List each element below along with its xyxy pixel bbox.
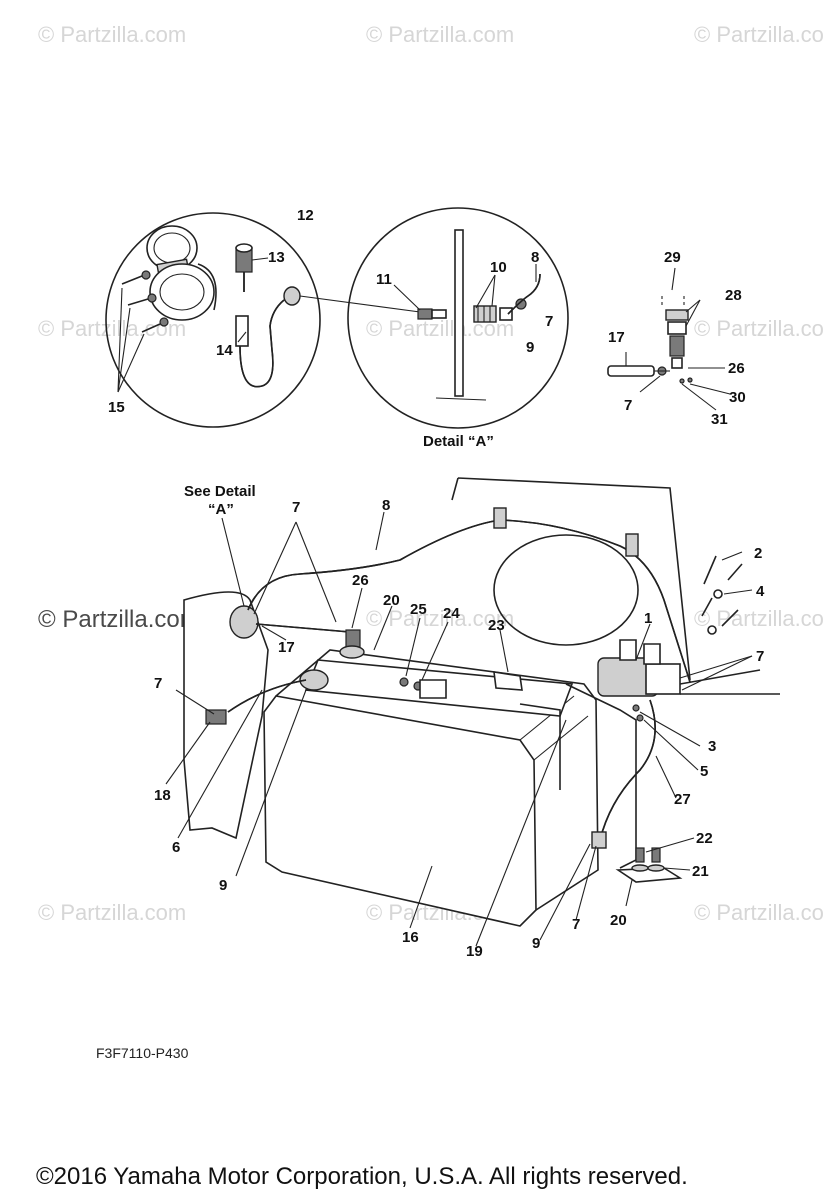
callout-13: 13: [268, 249, 285, 266]
callout-7: 7: [572, 916, 580, 933]
detail-a-circle: [347, 207, 569, 429]
watermark: © Partzilla.com: [38, 22, 187, 47]
callout-16: 16: [402, 929, 419, 946]
callout-11: 11: [376, 271, 392, 288]
screw-icon: [701, 555, 743, 627]
callout-20: 20: [610, 912, 627, 929]
callout-30: 30: [729, 389, 746, 406]
callout-8: 8: [531, 249, 539, 266]
callout-31: 31: [711, 411, 728, 428]
callout-7: 7: [624, 397, 632, 414]
callout-8: 8: [382, 497, 390, 514]
screw-icon: [121, 270, 169, 333]
callout-7: 7: [545, 313, 553, 330]
callout-29: 29: [664, 249, 681, 266]
watermark: © Partzilla.com: [694, 316, 823, 341]
callout-27: 27: [674, 791, 691, 808]
callout-20: 20: [383, 592, 400, 609]
callout-26: 26: [352, 572, 369, 589]
callout-labels: 12 13 14 15 8 10 11 7 9 Detail “A” 29 28…: [108, 207, 765, 960]
callout-17: 17: [278, 639, 295, 656]
callout-2: 2: [754, 545, 762, 562]
copyright-notice: ©2016 Yamaha Motor Corporation, U.S.A. A…: [36, 1163, 688, 1190]
callout-9: 9: [219, 877, 227, 894]
part-code: F3F7110-P430: [96, 1045, 189, 1061]
callout-17: 17: [608, 329, 625, 346]
callout-12: 12: [297, 207, 314, 224]
callout-3: 3: [708, 738, 716, 755]
callout-18: 18: [154, 787, 171, 804]
callout-4: 4: [756, 583, 765, 600]
callout-1: 1: [644, 610, 652, 627]
main-assembly: [165, 397, 780, 947]
callout-25: 25: [410, 601, 427, 618]
callout-7: 7: [756, 648, 764, 665]
see-detail-label-a: “A”: [208, 501, 234, 518]
callout-19: 19: [466, 943, 483, 960]
callout-23: 23: [488, 617, 505, 634]
callout-10: 10: [490, 259, 507, 276]
filler-cap-detail: [105, 212, 321, 428]
callout-22: 22: [696, 830, 713, 847]
valve-assembly: [607, 267, 731, 411]
detail-a-label: Detail “A”: [423, 433, 494, 450]
see-detail-label: See Detail: [184, 483, 256, 500]
callout-6: 6: [172, 839, 180, 856]
callout-28: 28: [725, 287, 742, 304]
callout-7: 7: [154, 675, 162, 692]
callout-15: 15: [108, 399, 125, 416]
callout-7: 7: [292, 499, 300, 516]
callout-5: 5: [700, 763, 708, 780]
connector-line: [299, 295, 421, 313]
callout-14: 14: [216, 342, 233, 359]
watermark: © Partzilla.com: [366, 22, 515, 47]
callout-9: 9: [532, 935, 540, 952]
callout-21: 21: [692, 863, 709, 880]
watermark-dark: © Partzilla.com: [38, 606, 200, 633]
watermark: © Partzilla.com: [694, 900, 823, 925]
watermark: © Partzilla.com: [38, 900, 187, 925]
callout-26: 26: [728, 360, 745, 377]
watermark: © Partzilla.com: [694, 22, 823, 47]
callout-9: 9: [526, 339, 534, 356]
callout-24: 24: [443, 605, 460, 622]
